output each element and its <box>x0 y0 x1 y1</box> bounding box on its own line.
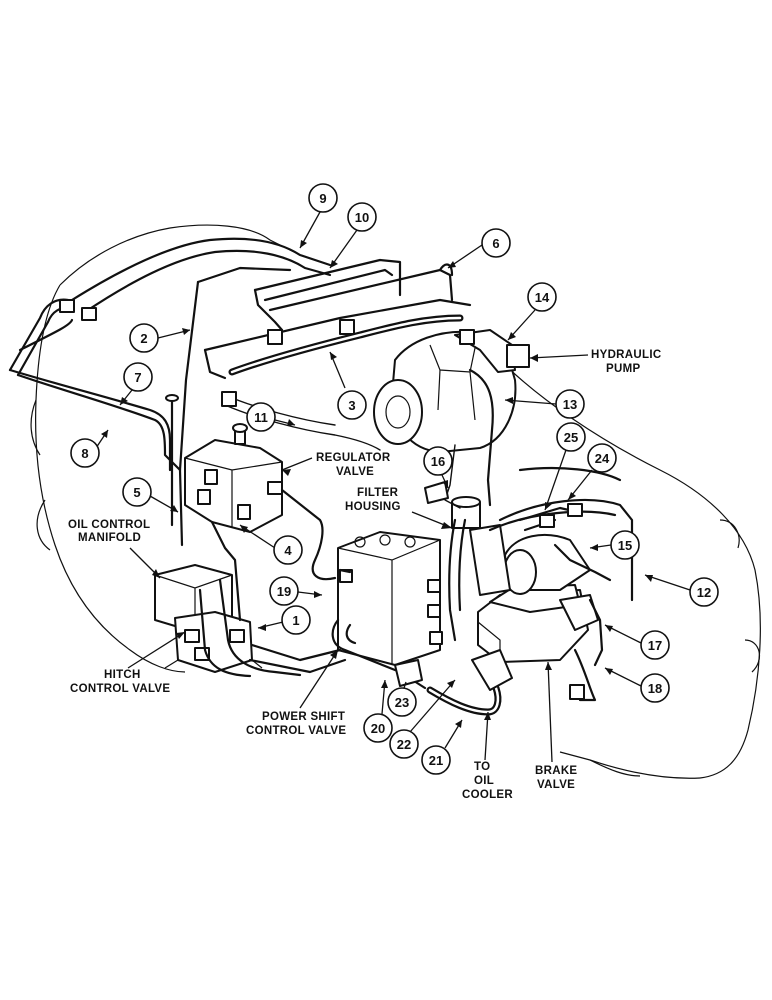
label-to-oil-cooler-line2: OIL <box>474 775 494 787</box>
svg-text:7: 7 <box>134 370 141 385</box>
svg-text:14: 14 <box>535 290 550 305</box>
label-filter-housing-line2: HOUSING <box>345 501 401 513</box>
callout-7: 7 <box>119 362 153 406</box>
callout-6: 6 <box>447 228 511 269</box>
svg-text:23: 23 <box>395 695 409 710</box>
transmission-housing <box>30 224 761 779</box>
label-filter-housing-line1: FILTER <box>357 487 399 499</box>
label-hitch-control-valve-line2: CONTROL VALVE <box>70 683 170 695</box>
label-power-shift-control-valve-line2: CONTROL VALVE <box>246 725 346 737</box>
hydraulic-lines <box>8 237 634 702</box>
label-to-oil-cooler-line3: COOLER <box>462 789 513 801</box>
label-brake-valve-line2: VALVE <box>537 779 575 791</box>
power-shift-control-valve <box>337 531 443 666</box>
hydraulic-pump <box>373 329 530 453</box>
transmission-cylinder <box>469 524 591 596</box>
label-hitch-control-valve-line1: HITCH <box>104 669 141 681</box>
callout-14: 14 <box>507 282 557 341</box>
label-to-oil-cooler-line1: TO <box>474 761 490 773</box>
callout-25: 25 <box>544 422 586 511</box>
label-oil-control-manifold-line2: MANIFOLD <box>78 532 141 544</box>
callout-12: 12 <box>644 574 719 607</box>
svg-text:5: 5 <box>133 485 140 500</box>
svg-text:8: 8 <box>81 446 88 461</box>
svg-text:4: 4 <box>284 543 292 558</box>
svg-text:6: 6 <box>492 236 499 251</box>
callout-23: 23 <box>387 681 417 717</box>
component-labels: HYDRAULIC PUMP REGULATOR VALVE FILTER HO… <box>68 349 661 801</box>
label-hydraulic-pump-line2: PUMP <box>606 363 640 375</box>
callout-5: 5 <box>122 477 179 513</box>
svg-text:11: 11 <box>254 410 268 425</box>
callout-24: 24 <box>567 443 617 501</box>
oil-cooler-hose <box>426 649 513 716</box>
svg-text:9: 9 <box>319 191 326 206</box>
callout-8: 8 <box>70 429 109 468</box>
hitch-control-valve <box>164 611 263 673</box>
callout-13: 13 <box>504 389 585 419</box>
svg-text:10: 10 <box>355 210 369 225</box>
label-regulator-valve-line2: VALVE <box>336 466 374 478</box>
label-power-shift-control-valve-line1: POWER SHIFT <box>262 711 345 723</box>
callout-11: 11 <box>246 402 296 432</box>
svg-text:2: 2 <box>140 331 147 346</box>
callout-19: 19 <box>269 576 323 606</box>
label-oil-control-manifold-line1: OIL CONTROL <box>68 519 150 531</box>
svg-text:16: 16 <box>431 454 445 469</box>
label-regulator-valve-line1: REGULATOR <box>316 452 391 464</box>
callout-9: 9 <box>299 183 338 249</box>
callout-4: 4 <box>239 524 303 565</box>
callout-1: 1 <box>257 605 311 635</box>
callout-18: 18 <box>604 667 670 703</box>
svg-text:24: 24 <box>595 451 610 466</box>
filter-housing <box>451 496 481 529</box>
svg-text:3: 3 <box>348 398 355 413</box>
callout-10: 10 <box>329 202 377 269</box>
svg-text:13: 13 <box>563 397 577 412</box>
svg-text:17: 17 <box>648 638 662 653</box>
svg-text:1: 1 <box>292 613 299 628</box>
label-brake-valve-line1: BRAKE <box>535 765 577 777</box>
callout-16: 16 <box>423 446 453 489</box>
label-hydraulic-pump-line1: HYDRAULIC <box>591 349 661 361</box>
regulator-valve <box>184 423 283 533</box>
callout-20: 20 <box>363 679 393 743</box>
callout-21: 21 <box>421 719 463 775</box>
callout-2: 2 <box>129 323 191 353</box>
svg-text:22: 22 <box>397 737 411 752</box>
svg-text:25: 25 <box>564 430 578 445</box>
svg-text:19: 19 <box>277 584 291 599</box>
callout-15: 15 <box>589 530 640 560</box>
callout-3: 3 <box>329 351 367 420</box>
callout-22: 22 <box>389 679 456 759</box>
svg-text:15: 15 <box>618 538 632 553</box>
label-leaders <box>127 354 589 763</box>
svg-text:12: 12 <box>697 585 711 600</box>
svg-text:21: 21 <box>429 753 443 768</box>
svg-text:18: 18 <box>648 681 662 696</box>
callout-17: 17 <box>604 624 670 660</box>
pump-suction-hose <box>228 314 464 376</box>
svg-text:20: 20 <box>371 721 385 736</box>
callouts: 1 2 3 4 5 6 7 <box>70 183 719 775</box>
